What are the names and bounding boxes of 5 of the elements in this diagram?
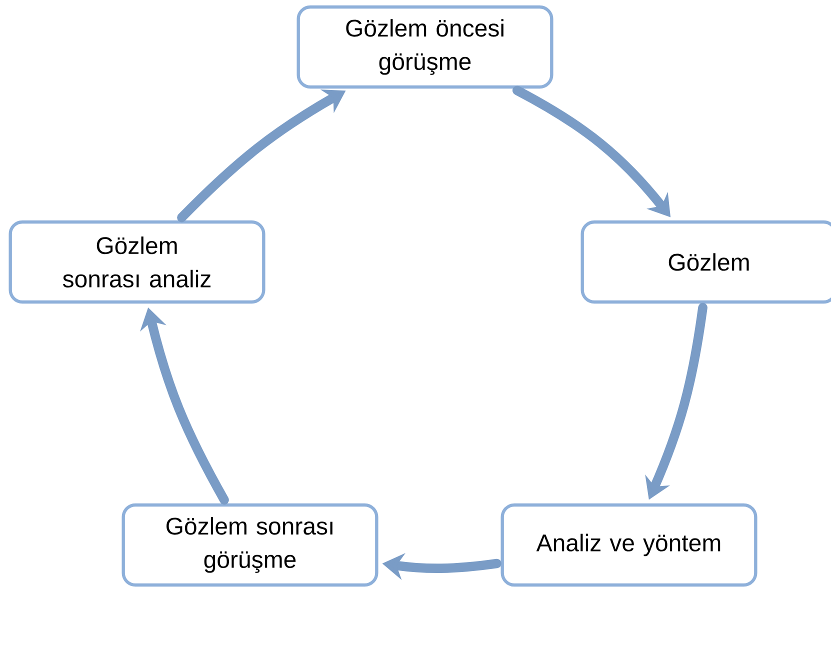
process-box: Gözlem öncesi görüşme	[296, 5, 554, 89]
process-box: Analiz ve yöntem	[500, 503, 758, 587]
process-box: Gözlem	[580, 220, 831, 304]
process-box: Gözlem sonrası görüşme	[122, 503, 378, 587]
process-box: Gözlem sonrası analiz	[8, 220, 266, 304]
